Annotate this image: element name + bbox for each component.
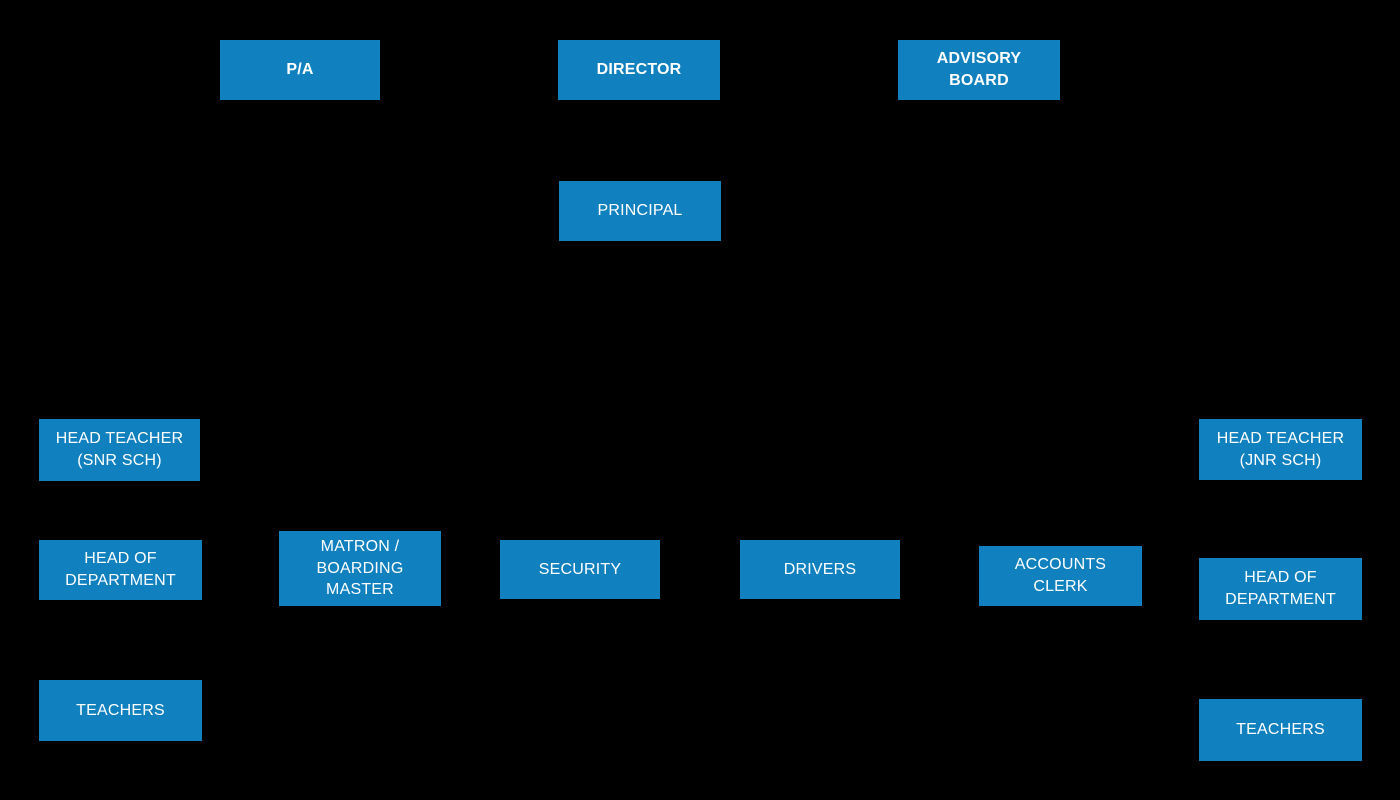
node-teachers-snr: TEACHERS [39,680,202,741]
node-advisory-board: ADVISORY BOARD [898,40,1060,100]
node-drivers: DRIVERS [740,540,900,599]
node-director: DIRECTOR [558,40,720,100]
node-accounts-clerk: ACCOUNTS CLERK [979,546,1142,606]
node-drivers-label: DRIVERS [783,560,857,578]
node-advisory-board-label: ADVISORY BOARD [936,50,1022,89]
node-matron-boarding-master: MATRON / BOARDING MASTER [279,531,441,606]
node-principal-label: PRINCIPAL [597,202,683,220]
node-principal: PRINCIPAL [559,181,721,241]
node-head-teacher-jnr-sch-label: HEAD TEACHER (JNR SCH) [1216,429,1345,469]
node-head-teacher-snr-sch-label: HEAD TEACHER (SNR SCH) [55,430,184,469]
node-head-of-department-snr-label: HEAD OF DEPARTMENT [65,550,176,589]
node-head-teacher-jnr-sch: HEAD TEACHER (JNR SCH) [1199,419,1362,480]
node-head-of-department-jnr: HEAD OF DEPARTMENT [1199,558,1362,620]
node-accounts-clerk-label: ACCOUNTS CLERK [1014,556,1107,595]
node-teachers-jnr-label: TEACHERS [1236,721,1325,739]
node-teachers-jnr: TEACHERS [1199,699,1362,761]
node-teachers-snr-label: TEACHERS [76,701,165,719]
node-pa: P/A [220,40,380,100]
node-matron-boarding-master-label: MATRON / BOARDING MASTER [316,538,404,599]
node-head-of-department-jnr-label: HEAD OF DEPARTMENT [1225,569,1336,608]
node-security-label: SECURITY [538,560,622,578]
node-director-label: DIRECTOR [596,61,682,79]
node-head-of-department-snr: HEAD OF DEPARTMENT [39,540,202,600]
node-security: SECURITY [500,540,660,599]
node-head-teacher-snr-sch: HEAD TEACHER (SNR SCH) [39,419,200,481]
node-pa-label: P/A [286,61,314,79]
